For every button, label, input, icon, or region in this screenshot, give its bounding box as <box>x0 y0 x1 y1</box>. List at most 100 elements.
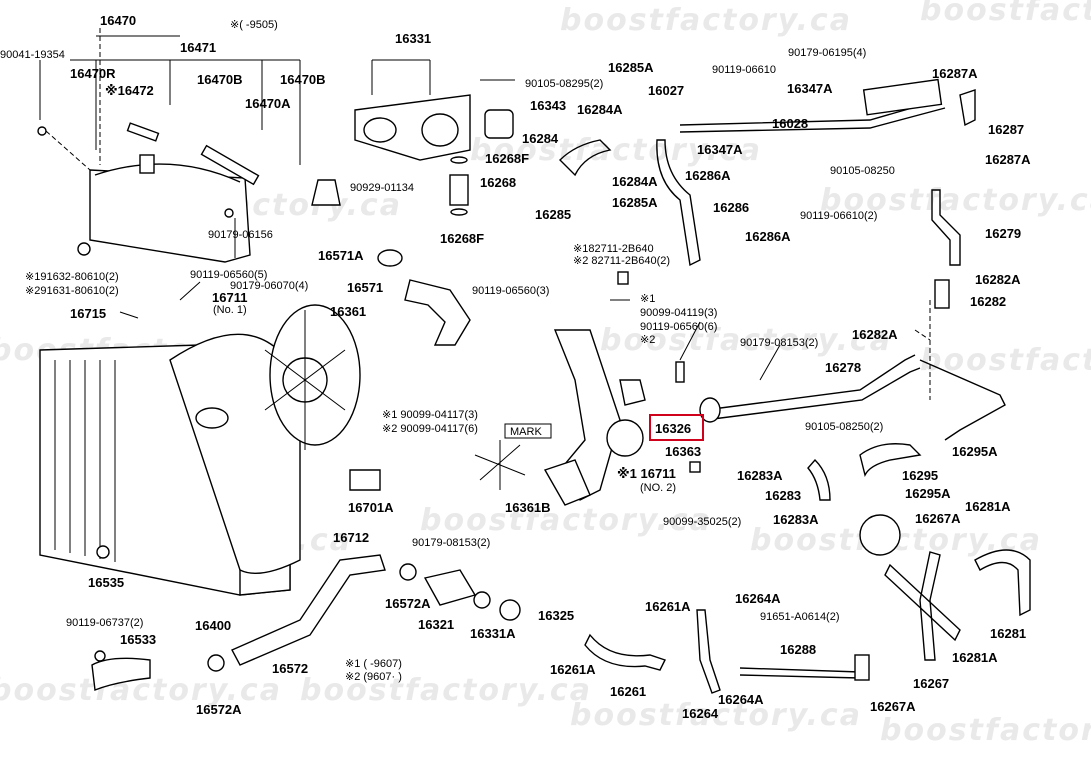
part-label: 90929-01134 <box>350 182 414 194</box>
reservoir-tank-group <box>37 28 301 263</box>
part-label: 16268F <box>485 151 529 166</box>
hose-clamp <box>399 563 417 581</box>
note-label: ※182711-2B640 <box>573 243 654 255</box>
part-label: 16279 <box>985 226 1021 241</box>
reservoir-tank-top <box>94 163 241 183</box>
radiator-group <box>39 333 301 596</box>
clamp <box>311 179 341 206</box>
part-label: 16363 <box>665 444 701 459</box>
fan-mark-blades <box>474 440 526 490</box>
part-label: 90119-06560(6) <box>640 321 717 333</box>
pump-cover <box>619 379 646 406</box>
part-label: 16347A <box>697 142 743 157</box>
part-label: 16268F <box>440 231 484 246</box>
fan-bracket <box>349 469 381 491</box>
part-label: 16572 <box>272 661 308 676</box>
part-label: 16535 <box>88 575 124 590</box>
mark-label: MARK <box>510 426 542 438</box>
pipe-16282 <box>934 279 950 309</box>
hose-16286 <box>656 139 701 267</box>
watermark: boostfactory.ca <box>560 3 852 38</box>
part-label: 90179-06195(4) <box>788 47 866 59</box>
watermark: boostfactory.ca <box>570 698 862 733</box>
hose-16264 <box>696 609 721 694</box>
part-label: 16281A <box>952 650 998 665</box>
hose-16287 <box>959 89 976 127</box>
part-label: 16343 <box>530 98 566 113</box>
hose-16283 <box>807 458 831 501</box>
part-label: 16268 <box>480 175 516 190</box>
part-label: 16267A <box>915 511 961 526</box>
part-label: 16470B <box>197 72 243 87</box>
part-label: 90105-08250 <box>830 165 895 177</box>
part-label: ※16472 <box>105 83 154 98</box>
note-label: ※1 90099-04117(3) <box>382 409 478 421</box>
part-label: 16285A <box>612 195 658 210</box>
watermark: boostfactory.ca <box>420 503 712 538</box>
part-label: 16295A <box>952 444 998 459</box>
leader-line <box>371 59 515 95</box>
part-label: 16283A <box>737 468 783 483</box>
drain-plug <box>77 242 91 256</box>
nut-icon <box>689 461 701 473</box>
water-pump <box>606 419 644 457</box>
note-label: ※2 (9607· ) <box>345 671 402 683</box>
watermark: boostfactory.ca <box>920 343 1091 378</box>
part-label: 16295 <box>902 468 938 483</box>
part-label: 16712 <box>333 530 369 545</box>
hose-clamp <box>207 654 225 672</box>
hose-16267 <box>919 551 941 661</box>
part-label: 16285 <box>535 207 571 222</box>
part-label: 16281 <box>990 626 1026 641</box>
part-label: 90119-06610 <box>712 64 776 76</box>
clip-icon <box>617 271 629 285</box>
bolt-icon <box>37 126 47 136</box>
part-label: 16028 <box>772 116 808 131</box>
radiator-bracket-16533 <box>91 657 151 691</box>
pipe-16028-edge <box>679 107 946 133</box>
note-label: ※( -9505) <box>230 19 278 31</box>
thermostat-16331A <box>473 591 491 609</box>
part-label: 90179-06156 <box>208 229 273 241</box>
pipe-bracket <box>854 654 870 681</box>
note-label: ※1 ( -9607) <box>345 658 402 670</box>
pipe-16278-edge <box>704 367 921 421</box>
part-label: 16325 <box>538 608 574 623</box>
hose-16284 <box>559 139 612 177</box>
reservoir-hose <box>200 144 260 186</box>
part-label: 16283 <box>765 488 801 503</box>
part-label: (No. 1) <box>213 304 247 316</box>
part-label: 90041-19354 <box>0 49 65 61</box>
gasket-16325 <box>499 599 521 621</box>
part-label: 16267A <box>870 699 916 714</box>
part-label: 16295A <box>905 486 951 501</box>
part-label: 16715 <box>70 306 106 321</box>
part-label: 16283A <box>773 512 819 527</box>
pipe-16278 <box>704 354 916 411</box>
part-label: 90119-06737(2) <box>66 617 143 629</box>
upper-hose <box>404 279 471 346</box>
part-label: 16701A <box>348 500 394 515</box>
note-label: ※191632-80610(2) <box>25 271 119 283</box>
part-label: 16470R <box>70 66 116 81</box>
heater-pipe-group <box>559 78 1031 661</box>
part-label: 16470B <box>280 72 326 87</box>
watermark: boostfactory.ca <box>470 133 762 168</box>
part-label: 16264 <box>682 706 719 721</box>
part-label: 16287 <box>988 122 1024 137</box>
part-label-highlighted[interactable]: 16326 <box>655 421 691 436</box>
part-label: 90179-08153(2) <box>412 537 490 549</box>
part-label: 90105-08295(2) <box>525 78 603 90</box>
bracket-lines <box>39 35 301 165</box>
hose-16295 <box>859 443 922 478</box>
water-outlet-group <box>311 59 515 216</box>
part-label: 16331 <box>395 31 431 46</box>
hose-clamp <box>377 249 403 267</box>
reservoir-cap <box>139 154 155 174</box>
radiator-fins <box>54 360 116 562</box>
lower-hose-16572 <box>231 554 386 666</box>
part-label: 16572A <box>196 702 242 717</box>
pipe-branch <box>919 359 1006 441</box>
part-label: 16261A <box>550 662 596 677</box>
